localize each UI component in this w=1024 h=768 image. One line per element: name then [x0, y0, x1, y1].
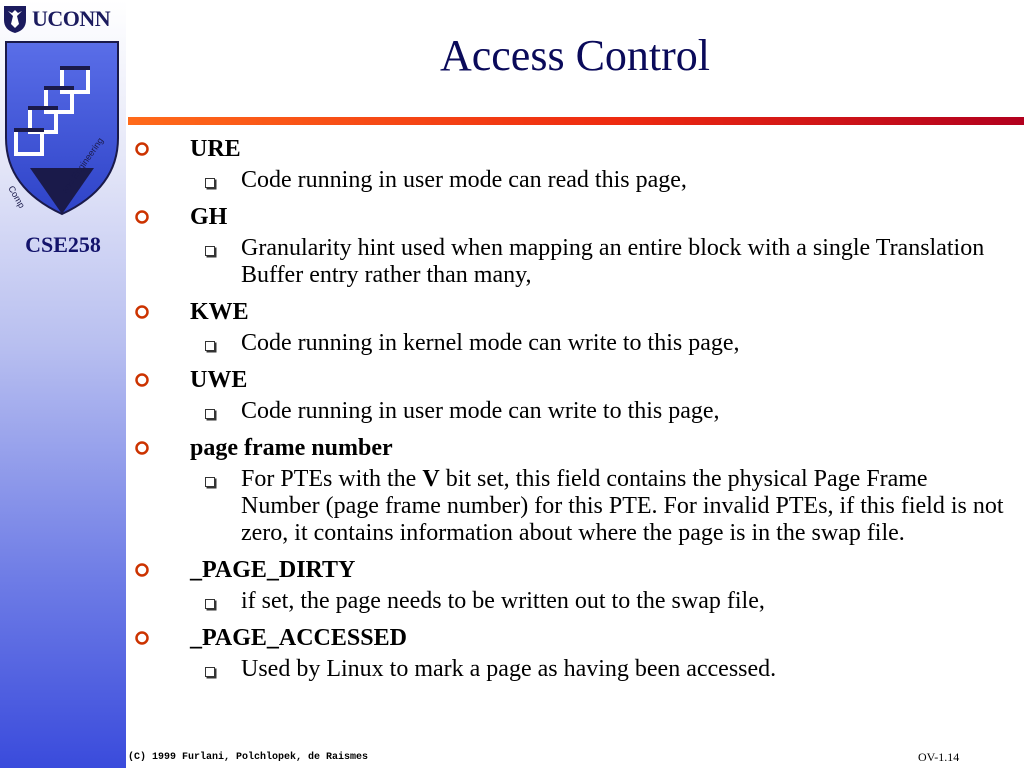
item-detail: Granularity hint used when mapping an en…	[241, 235, 985, 288]
list-item-gh: GH Granularity hint used when mapping an…	[128, 201, 1008, 296]
hollow-square-bullet-icon	[205, 409, 215, 419]
list-item-uwe: UWE Code running in user mode can write …	[128, 364, 1008, 432]
husky-seal-icon	[4, 6, 26, 33]
item-detail: For PTEs with the V bit set, this field …	[241, 466, 1008, 554]
uconn-wordmark: UCONN	[32, 6, 111, 31]
hollow-circle-bullet-icon	[135, 373, 149, 387]
cse-shield-logo: Comp and Engineering	[5, 41, 119, 216]
hollow-square-bullet-icon	[205, 341, 215, 351]
item-label: _PAGE_DIRTY	[190, 557, 356, 583]
hollow-circle-bullet-icon	[135, 441, 149, 455]
title-rule	[128, 117, 1024, 125]
list-item-page-frame-number: page frame number For PTEs with the V bi…	[128, 432, 1008, 554]
slide-title: Access Control	[439, 31, 711, 80]
bullet-list: URE Code running in user mode can read t…	[128, 133, 1008, 690]
hollow-circle-bullet-icon	[135, 631, 149, 645]
hollow-square-bullet-icon	[205, 477, 215, 487]
hollow-circle-bullet-icon	[135, 142, 149, 156]
slide-number: OV-1.14	[918, 750, 960, 764]
uconn-logo: UCONN	[2, 2, 122, 36]
hollow-square-bullet-icon	[205, 178, 215, 188]
pfn-detail-bold: V	[422, 466, 440, 492]
hollow-square-bullet-icon	[205, 667, 215, 677]
sidebar: UCONN Comp and Engineering CSE258	[0, 0, 126, 768]
item-label: page frame number	[190, 435, 393, 461]
hollow-square-bullet-icon	[205, 599, 215, 609]
hollow-circle-bullet-icon	[135, 210, 149, 224]
pfn-detail-after: bit set, this field contains the physica…	[241, 466, 1004, 546]
list-item-kwe: KWE Code running in kernel mode can writ…	[128, 296, 1008, 364]
item-detail: Code running in kernel mode can write to…	[241, 330, 740, 356]
list-item-ure: URE Code running in user mode can read t…	[128, 133, 1008, 201]
course-code: CSE258	[25, 232, 101, 257]
item-label: _PAGE_ACCESSED	[190, 625, 407, 651]
hollow-square-bullet-icon	[205, 246, 215, 256]
item-label: UWE	[190, 367, 248, 393]
hollow-circle-bullet-icon	[135, 305, 149, 319]
item-detail: Code running in user mode can write to t…	[241, 398, 720, 424]
item-detail: Code running in user mode can read this …	[241, 167, 687, 193]
item-label: KWE	[190, 299, 249, 325]
item-detail: if set, the page needs to be written out…	[241, 588, 765, 614]
list-item-page-accessed: _PAGE_ACCESSED Used by Linux to mark a p…	[128, 622, 1008, 690]
copyright-footer: (C) 1999 Furlani, Polchlopek, de Raismes	[128, 752, 369, 763]
hollow-circle-bullet-icon	[135, 563, 149, 577]
item-label: GH	[190, 204, 228, 230]
list-item-page-dirty: _PAGE_DIRTY if set, the page needs to be…	[128, 554, 1008, 622]
item-label: URE	[190, 136, 241, 162]
item-detail: Used by Linux to mark a page as having b…	[241, 656, 777, 682]
pfn-detail-before: For PTEs with the	[241, 466, 423, 492]
